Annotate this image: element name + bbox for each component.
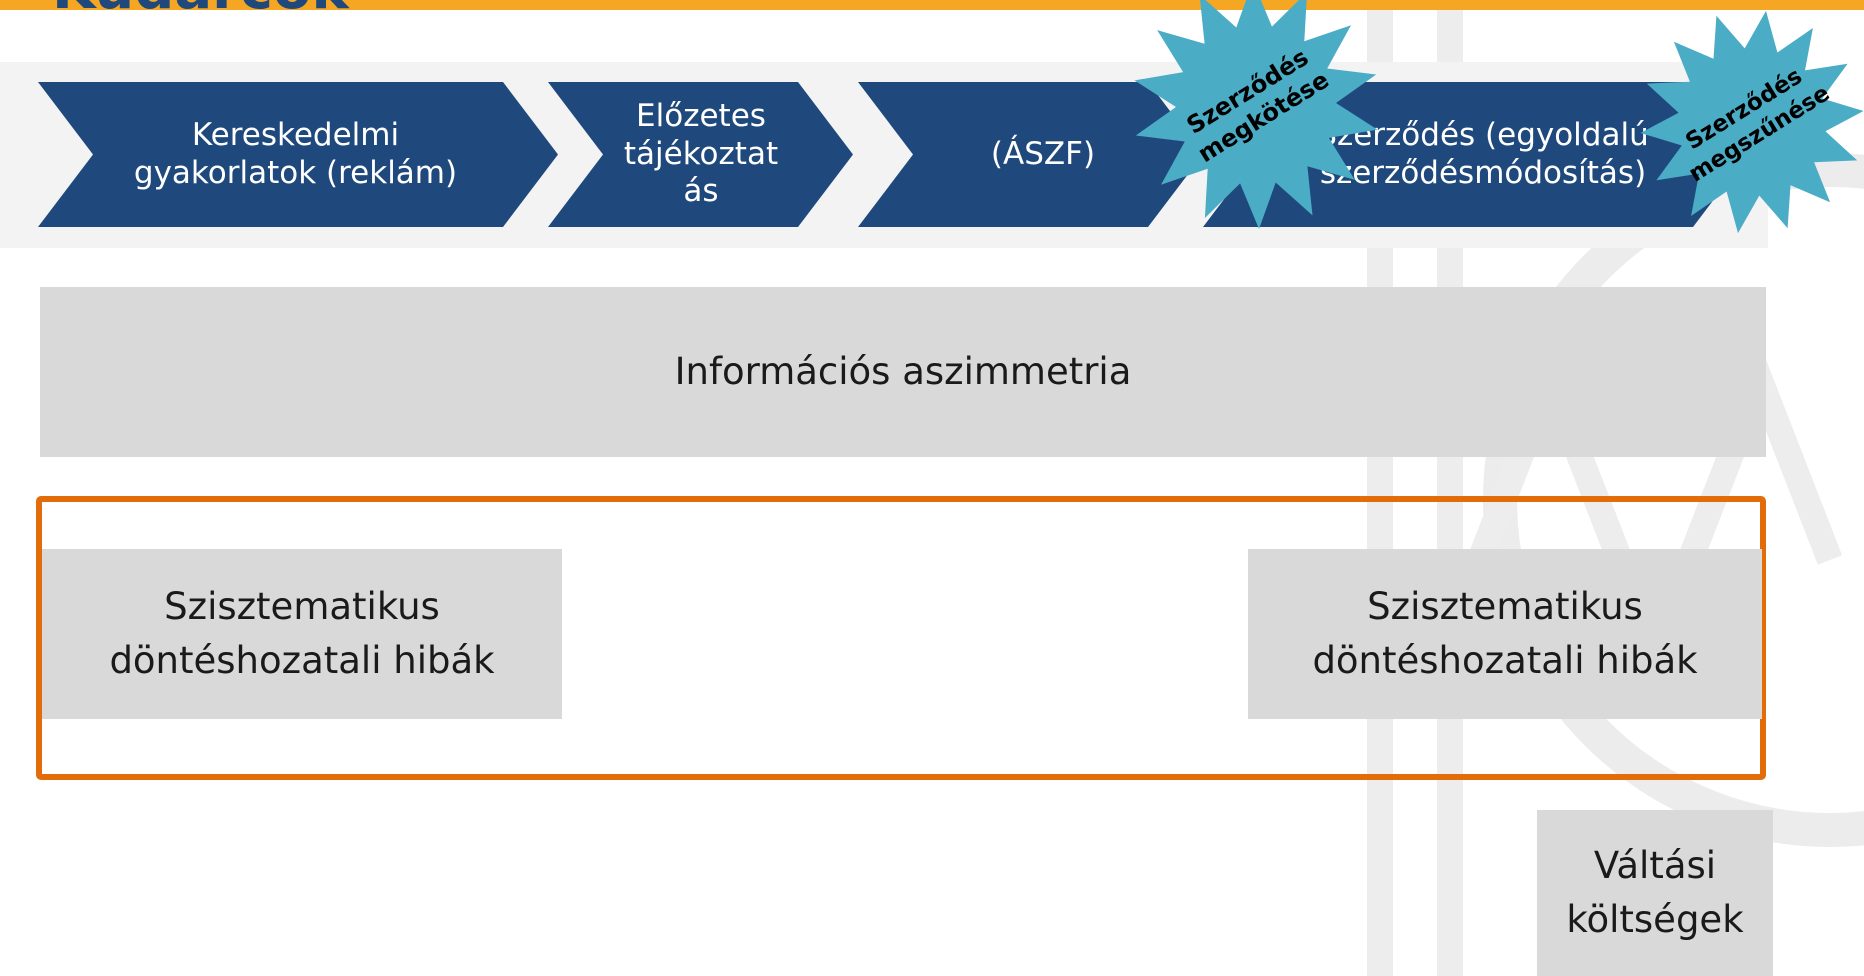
decision-errors-box-right: Szisztematikus döntéshozatali hibák xyxy=(1248,549,1762,719)
process-step-label: (ÁSZF) xyxy=(990,135,1096,172)
process-step-prior-information: Előzetes tájékoztat ás xyxy=(548,82,853,227)
switching-costs-box: Váltási költségek xyxy=(1537,810,1773,976)
milestone-starburst-contract-conclusion: Szerződés megkötése xyxy=(1134,0,1378,229)
page-title: Kudarcok xyxy=(52,0,349,10)
decision-errors-label: Szisztematikus döntéshozatali hibák xyxy=(1312,585,1698,682)
decision-errors-box-left: Szisztematikus döntéshozatali hibák xyxy=(42,549,562,719)
highlight-frame xyxy=(36,496,1766,780)
information-asymmetry-label: Információs aszimmetria xyxy=(674,350,1132,394)
process-step-commercial-practices: Kereskedelmi gyakorlatok (reklám) xyxy=(38,82,558,227)
process-step-general-terms: (ÁSZF) xyxy=(858,82,1203,227)
process-step-label: Kereskedelmi gyakorlatok (reklám) xyxy=(133,116,458,191)
switching-costs-label: Váltási költségek xyxy=(1566,844,1744,941)
process-step-label: Előzetes tájékoztat ás xyxy=(623,97,779,210)
information-asymmetry-box: Információs aszimmetria xyxy=(40,287,1766,457)
milestone-starburst-contract-termination: Szerződés megszűnése xyxy=(1640,10,1864,234)
title-band: Kudarcok xyxy=(0,0,1864,10)
decision-errors-label: Szisztematikus döntéshozatali hibák xyxy=(109,585,495,682)
